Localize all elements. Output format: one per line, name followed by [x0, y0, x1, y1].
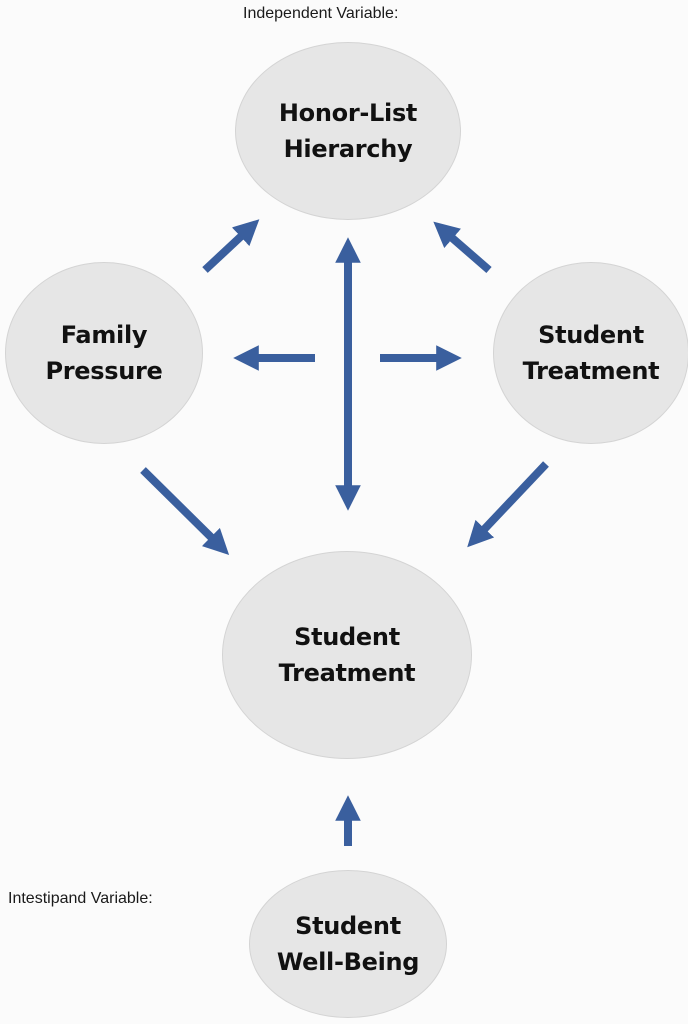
node-bottom-line2: Well-Being	[276, 948, 420, 976]
node-middle-line2: Treatment	[278, 659, 416, 687]
node-student-treatment-right-label: Student Treatment	[523, 317, 660, 389]
node-student-treatment-center-label: Student Treatment	[279, 619, 416, 691]
node-top-line1: Honor-List	[278, 99, 418, 127]
intestipand-variable-label: Intestipand Variable:	[8, 890, 153, 907]
independent-variable-label: Independent Variable:	[243, 5, 399, 22]
node-student-treatment-right: Student Treatment	[493, 262, 688, 444]
arrow-right-to-top	[433, 221, 492, 274]
node-honor-list-hierarchy: Honor-List Hierarchy	[235, 42, 461, 220]
node-left-line1: Family	[60, 321, 148, 349]
node-family-pressure: Family Pressure	[5, 262, 203, 444]
node-bottom-line1: Student	[295, 912, 401, 940]
node-middle-line1: Student	[294, 623, 400, 651]
node-student-well-being-label: Student Well-Being	[276, 908, 420, 980]
node-right-line2: Treatment	[522, 357, 660, 385]
node-right-line1: Student	[538, 321, 644, 349]
node-honor-list-hierarchy-label: Honor-List Hierarchy	[278, 95, 418, 167]
node-top-line2: Hierarchy	[283, 135, 413, 163]
node-student-treatment-center: Student Treatment	[222, 551, 472, 759]
arrow-left-to-top	[202, 219, 260, 273]
node-left-line2: Pressure	[45, 357, 163, 385]
node-family-pressure-label: Family Pressure	[45, 317, 162, 389]
node-student-well-being: Student Well-Being	[249, 870, 447, 1018]
arrow-right-to-middle	[467, 461, 549, 548]
arrow-left-to-middle	[140, 467, 230, 555]
